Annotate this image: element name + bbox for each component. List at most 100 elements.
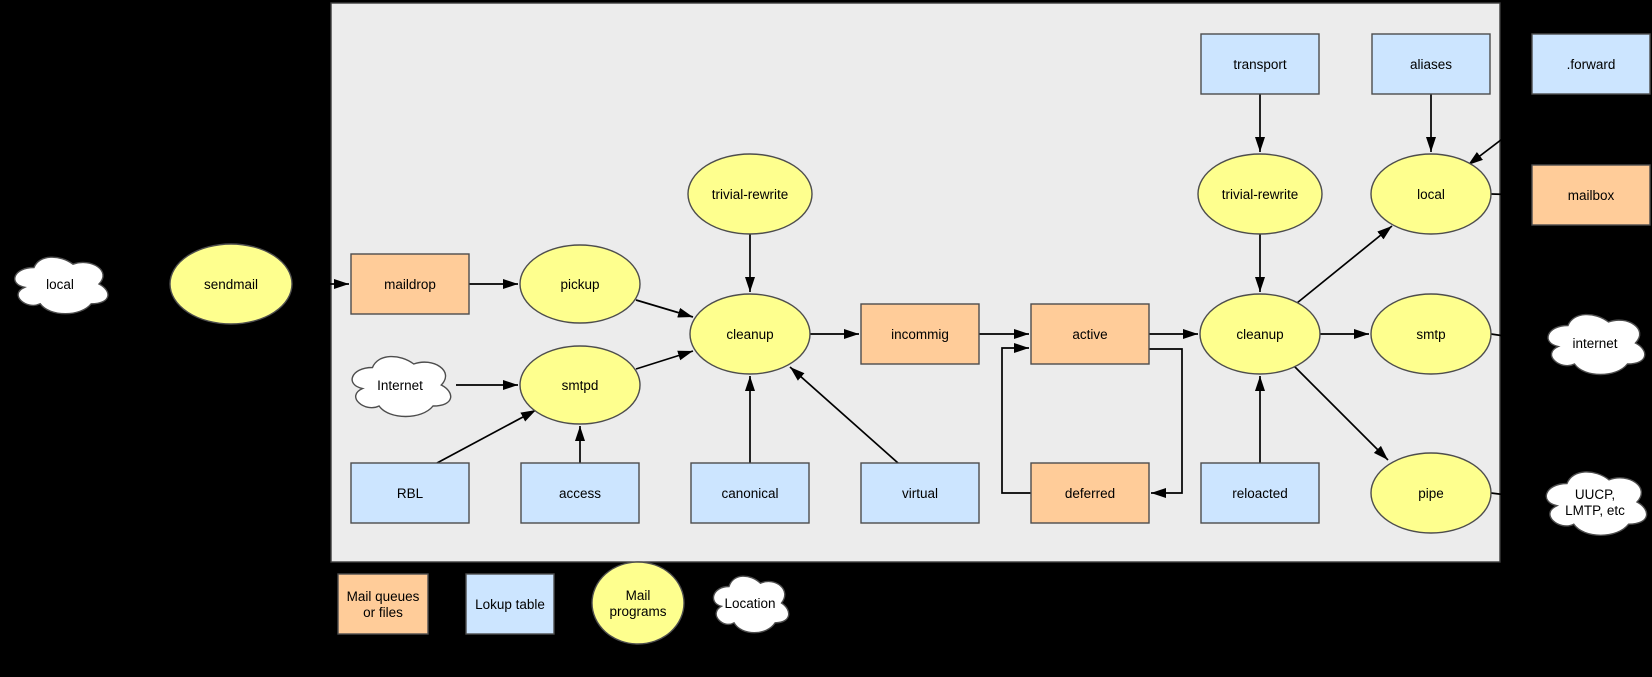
label-line: programs [609,604,666,619]
label-smtp: smtp [1416,327,1445,342]
label-line: trivial-rewrite [1222,187,1299,202]
label-incommig: incommig [891,327,949,342]
cloud-shape-legend-location [712,575,790,634]
edge-deferred-to-active [1001,343,1031,494]
node-access: access [520,462,640,524]
label-trivial-rewrite-1: trivial-rewrite [712,187,789,202]
label-line: UUCP, [1575,487,1615,502]
label-line: virtual [902,486,938,501]
label-virtual: virtual [902,486,938,501]
rect-shape-incommig [860,303,980,365]
rect-shape-rbl [350,462,470,524]
label-line: deferred [1065,486,1115,501]
label-line: pickup [560,277,599,292]
ellipse-shape-trivial-rewrite-2 [1197,153,1323,235]
label-maildrop: maildrop [384,277,436,292]
node-maildrop: maildrop [350,253,470,315]
ellipse-shape-cleanup-2 [1199,293,1321,375]
rect-shape-canonical [690,462,810,524]
edge-smtpd-to-cleanup1 [635,350,694,370]
label-trivial-rewrite-2: trivial-rewrite [1222,187,1299,202]
label-line: LMTP, etc [1565,503,1625,518]
edge-active-to-deferred [1149,348,1183,498]
label-line: Mail queues [347,589,420,604]
label-cloud-uucp: UUCP,LMTP, etc [1565,487,1625,518]
ellipse-shape-smtp [1370,293,1492,375]
node-cleanup-1: cleanup [689,293,811,375]
node-deferred: deferred [1030,462,1150,524]
node-reloacted: reloacted [1200,462,1320,524]
node-trivial-rewrite-2: trivial-rewrite [1197,153,1323,235]
node-smtp: smtp [1370,293,1492,375]
node-dot-forward: .forward [1531,33,1651,95]
edge-rbl-to-smtpd [436,409,537,464]
label-sendmail: sendmail [204,277,258,292]
label-line: internet [1572,336,1617,351]
ellipse-shape-pipe [1370,452,1492,534]
ellipse-shape-sendmail [169,243,293,325]
edge-smtp-to-internetcloud [1490,333,1540,344]
label-line: active [1072,327,1107,342]
edge-cleanup2-to-local [1296,225,1393,304]
cloud-shape-cloud-internet-out [1547,313,1646,376]
label-line: aliases [1410,57,1452,72]
node-local: local [1370,153,1492,235]
label-line: smtpd [562,378,599,393]
label-line: reloacted [1232,486,1288,501]
label-line: canonical [721,486,778,501]
node-smtpd: smtpd [519,345,641,425]
label-line: local [46,277,74,292]
rect-shape-access [520,462,640,524]
label-cloud-internet-out: internet [1572,336,1617,351]
rect-shape-legend-table [465,573,555,635]
label-aliases: aliases [1410,57,1452,72]
node-cloud-internet-out: internet [1547,313,1646,376]
rect-shape-deferred [1030,462,1150,524]
label-line: sendmail [204,277,258,292]
ellipse-shape-cleanup-1 [689,293,811,375]
label-smtpd: smtpd [562,378,599,393]
label-line: access [559,486,601,501]
label-cloud-internet-in: Internet [377,378,423,393]
edge-pickup-to-cleanup1 [635,299,694,318]
node-trivial-rewrite-1: trivial-rewrite [687,153,813,235]
label-cloud-local-sender: local [46,277,74,292]
node-canonical: canonical [690,462,810,524]
label-local: local [1417,187,1445,202]
rect-shape-legend-queue [337,573,429,635]
label-legend-table: Lokup table [475,597,545,612]
edge-cleanup2-to-pipe [1293,365,1389,461]
label-transport: transport [1233,57,1287,72]
cloud-shape-cloud-uucp [1545,471,1648,536]
edge-forward-to-local [1467,94,1561,166]
ellipse-shape-trivial-rewrite-1 [687,153,813,235]
node-active: active [1030,303,1150,365]
label-deferred: deferred [1065,486,1115,501]
cloud-shape-cloud-local-sender [14,256,109,315]
label-pickup: pickup [560,277,599,292]
label-line: mailbox [1568,188,1615,203]
label-line: .forward [1567,57,1616,72]
label-line: transport [1233,57,1287,72]
node-cleanup-2: cleanup [1199,293,1321,375]
ellipse-shape-pickup [519,244,641,324]
label-access: access [559,486,601,501]
rect-shape-transport [1200,33,1320,95]
label-cleanup-2: cleanup [1236,327,1283,342]
cloud-shape-cloud-internet-in [351,355,452,418]
rect-shape-reloacted [1200,462,1320,524]
label-dot-forward: .forward [1567,57,1616,72]
label-line: Lokup table [475,597,545,612]
label-pipe: pipe [1418,486,1444,501]
node-cloud-local-sender: local [14,256,109,315]
label-mailbox: mailbox [1568,188,1615,203]
label-line: Mail [626,588,651,603]
label-line: cleanup [1236,327,1283,342]
label-line: RBL [397,486,424,501]
edge-virtual-to-cleanup1 [789,366,899,464]
node-pipe: pipe [1370,452,1492,534]
